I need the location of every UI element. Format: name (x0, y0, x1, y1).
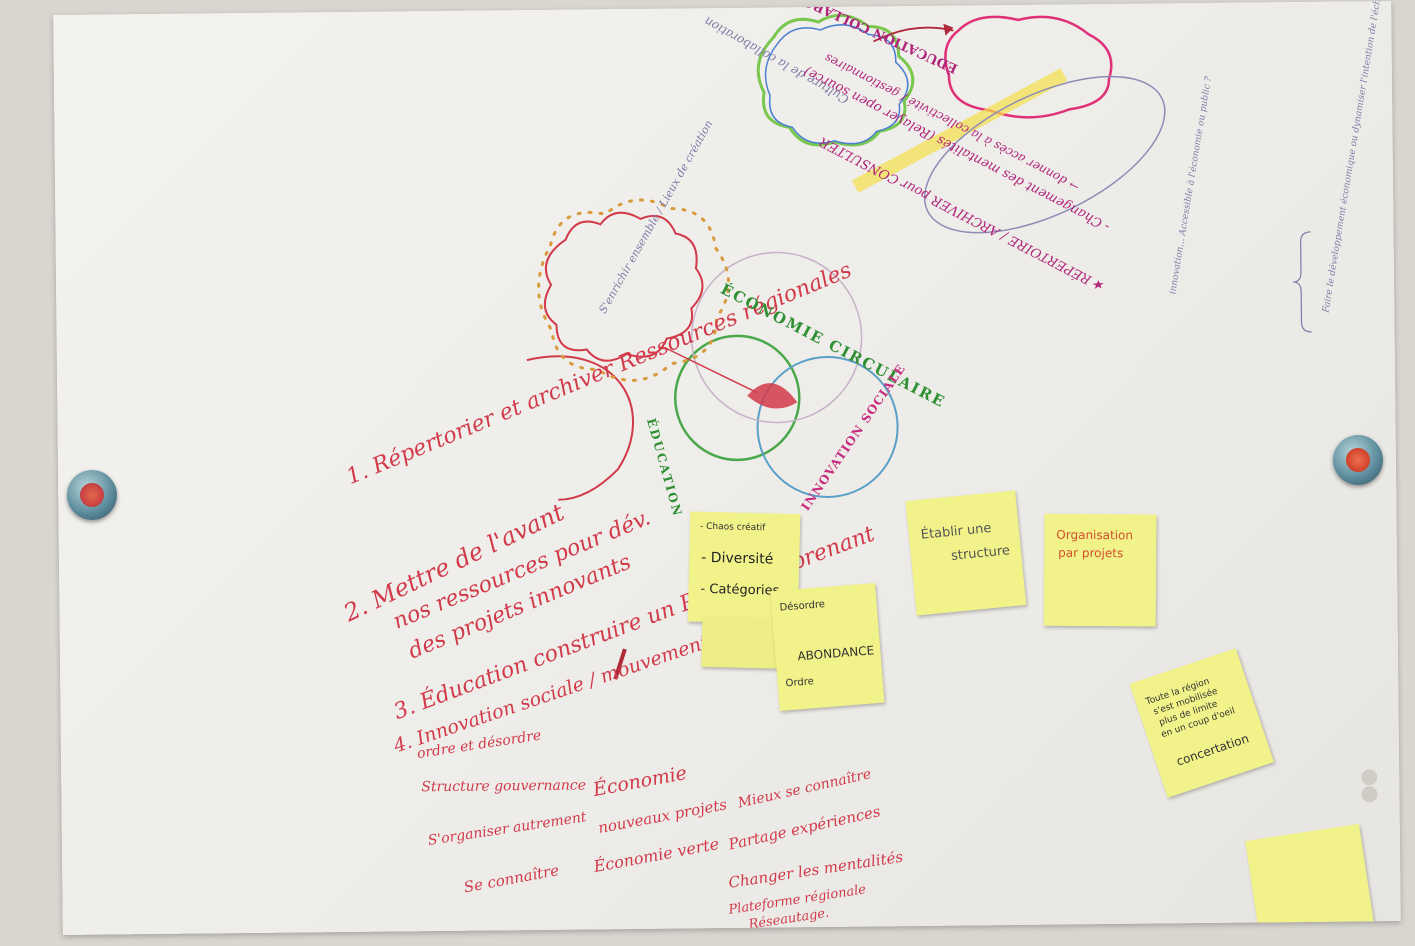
venn-circle-education (674, 334, 801, 462)
marker-drawings (526, 13, 1312, 680)
sticky-line: concertation (1174, 731, 1251, 769)
magnet-right (1333, 435, 1383, 485)
sticky-note-abondance: Désordre ABONDANCE Ordre (770, 582, 885, 711)
blue-cloud-inner (764, 24, 909, 145)
sticky-note-organisation: Organisation par projets (1043, 513, 1157, 627)
punch-hole (1361, 786, 1378, 803)
bracket-curve (526, 355, 634, 501)
sticky-line: - Chaos créatif (699, 521, 766, 534)
sticky-line: ABONDANCE (796, 643, 875, 664)
cloud-connector (666, 347, 758, 394)
red-cloud (543, 211, 704, 362)
margin-bracket (1293, 231, 1312, 333)
punch-hole (1361, 769, 1378, 786)
magnet-left (67, 470, 117, 520)
sticky-line: - Diversité (701, 549, 774, 568)
sticky-line: par projets (1058, 545, 1124, 561)
sticky-note-blank (1245, 823, 1375, 935)
arrow-head (943, 23, 954, 36)
pink-badge-outline (944, 15, 1113, 119)
venn-circle-innovation (756, 355, 899, 498)
flipchart-paper: 1. Répertorier et archiver Ressources ré… (53, 1, 1401, 935)
slash-mark (613, 648, 627, 680)
sticky-line: - Catégories (700, 581, 780, 599)
green-cloud (756, 13, 915, 147)
sticky-line: Désordre (779, 599, 826, 614)
keyword-structure: Structure gouvernance (421, 777, 587, 796)
sticky-line: Organisation (1056, 527, 1134, 543)
grey-ellipse (923, 75, 1166, 234)
dotted-outline (537, 198, 730, 382)
yellow-highlight (851, 68, 1068, 193)
venn-circle-economie (690, 251, 863, 424)
venn-intersection (747, 383, 798, 409)
sticky-line: Ordre (785, 676, 815, 690)
sticky-line: Établir une (920, 520, 993, 543)
sticky-note-structure: Établir une structure (905, 490, 1027, 616)
sticky-line: structure (950, 543, 1011, 564)
